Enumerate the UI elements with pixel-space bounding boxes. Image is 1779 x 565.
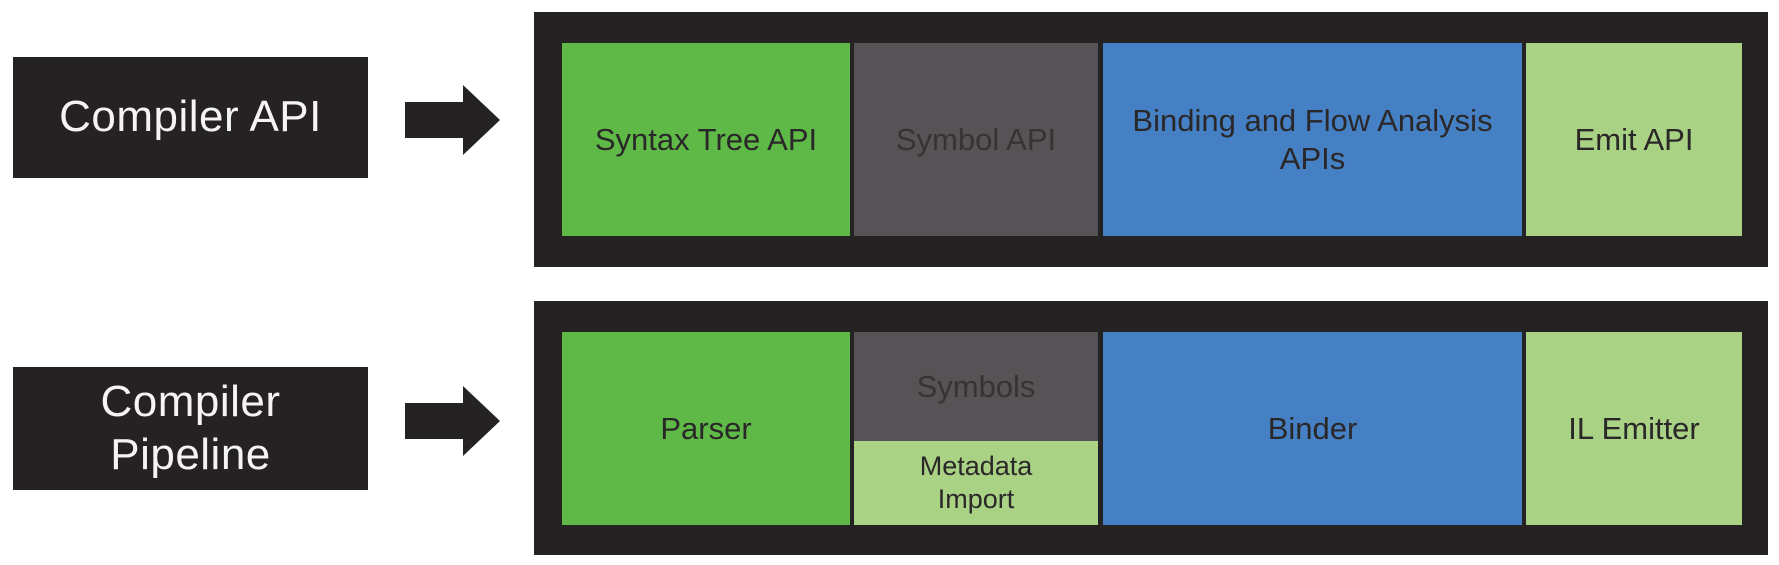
emit-api-label: Emit API	[1574, 121, 1694, 157]
binding-flow-analysis-apis-box: Binding and Flow Analysis APIs	[1103, 43, 1522, 236]
symbols-label: Symbols	[916, 368, 1036, 404]
right-arrow-icon	[405, 386, 500, 456]
compiler-pipeline-label: Compiler Pipeline	[100, 376, 281, 479]
parser-label: Parser	[660, 410, 752, 446]
compiler-api-label-box: Compiler API	[13, 57, 368, 178]
symbol-api-label: Symbol API	[895, 121, 1057, 157]
binder-box: Binder	[1103, 332, 1522, 525]
metadata-import-label: Metadata Import	[919, 451, 1033, 514]
il-emitter-label: IL Emitter	[1568, 410, 1700, 446]
compiler-api-label: Compiler API	[59, 92, 322, 142]
binding-flow-analysis-apis-label: Binding and Flow Analysis APIs	[1132, 102, 1493, 176]
il-emitter-box: IL Emitter	[1526, 332, 1742, 525]
metadata-import-box: Metadata Import	[854, 441, 1098, 525]
symbols-box: Symbols	[854, 332, 1098, 441]
compiler-api-container: Syntax Tree API Symbol API Binding and F…	[534, 12, 1768, 267]
syntax-tree-api-label: Syntax Tree API	[594, 121, 818, 157]
compiler-pipeline-label-box: Compiler Pipeline	[13, 367, 368, 490]
parser-box: Parser	[562, 332, 850, 525]
syntax-tree-api-box: Syntax Tree API	[562, 43, 850, 236]
right-arrow-icon	[405, 85, 500, 155]
emit-api-box: Emit API	[1526, 43, 1742, 236]
binder-label: Binder	[1267, 410, 1358, 446]
compiler-pipeline-container: Parser Symbols Metadata Import Binder IL…	[534, 301, 1768, 555]
symbol-api-box: Symbol API	[854, 43, 1098, 236]
